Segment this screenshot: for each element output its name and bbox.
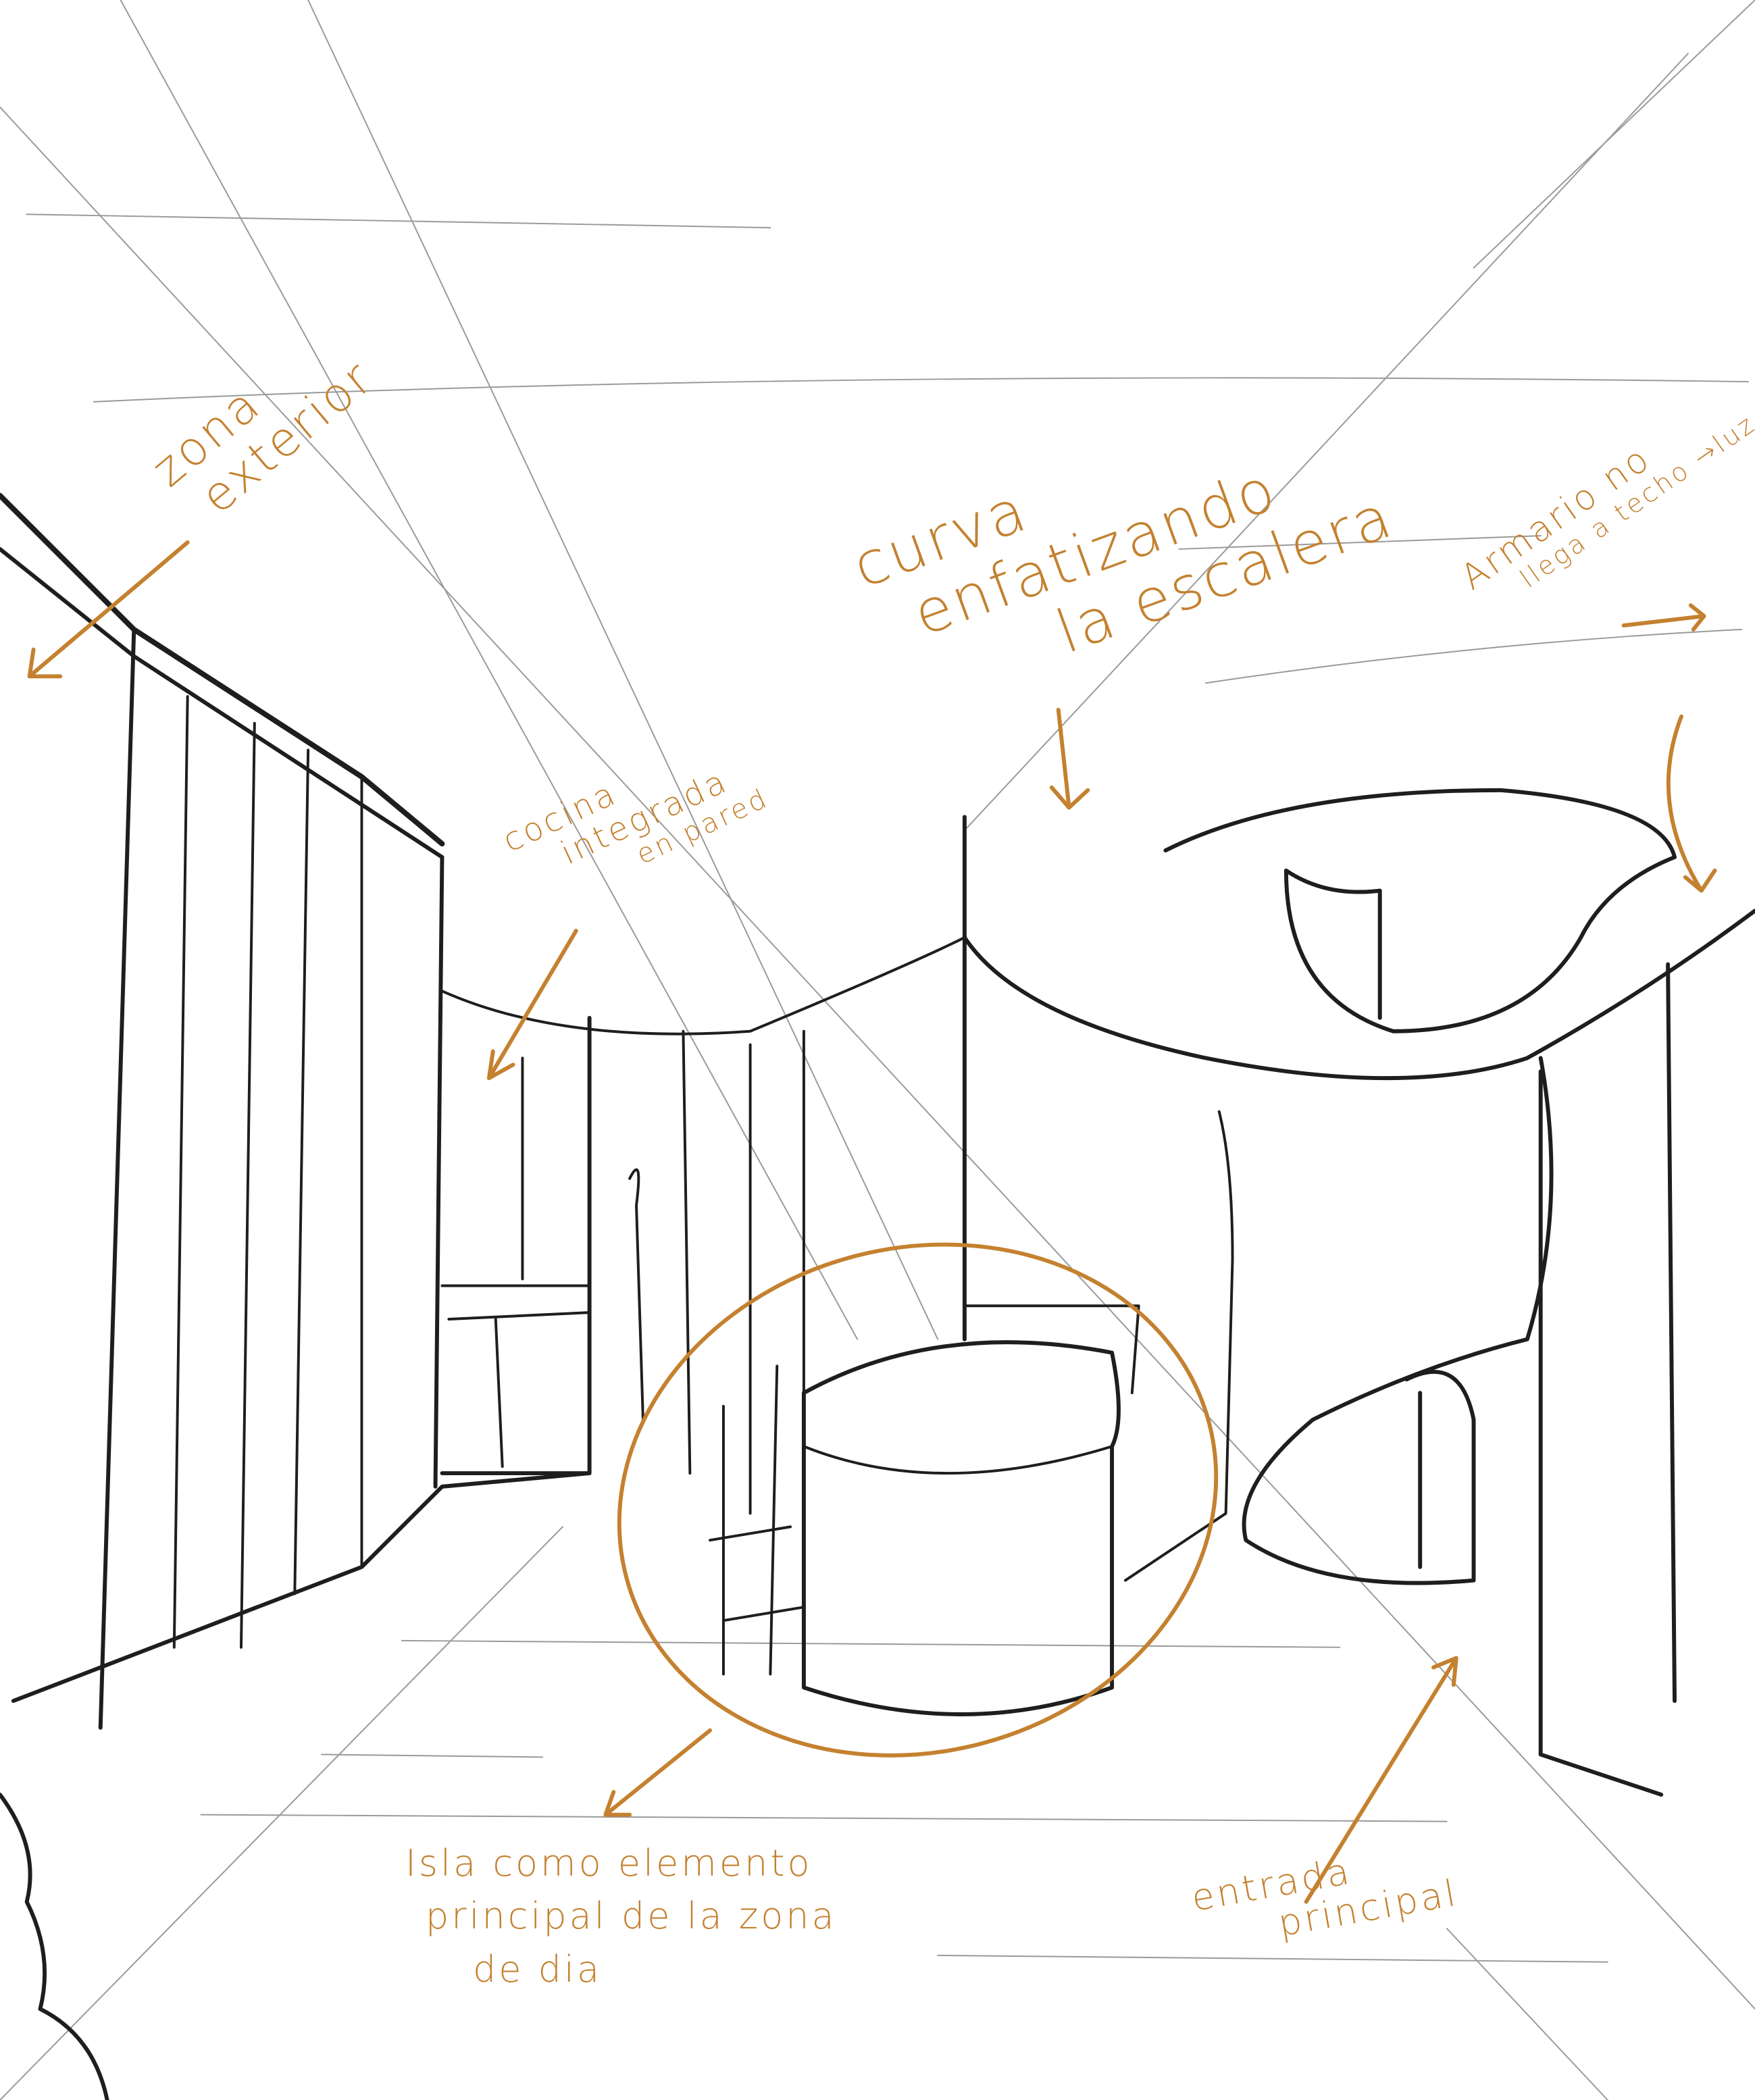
note-line: Isla como elemento xyxy=(405,1842,813,1885)
arrow-icon xyxy=(1049,707,1090,810)
arrow-icon xyxy=(603,1728,713,1817)
island-circle xyxy=(617,1242,1219,1758)
note-isla: Isla como elemento principal de la zona … xyxy=(405,1837,837,1996)
pencil-strokes xyxy=(0,492,1755,2100)
arrow-icon xyxy=(1666,714,1717,893)
annotation-marks xyxy=(27,540,1717,1904)
note-line: principal de la zona xyxy=(426,1895,837,1938)
arrow-icon xyxy=(1621,603,1706,632)
arrow-icon xyxy=(1304,1656,1458,1904)
note-line: de dia xyxy=(473,1947,603,1991)
arrow-icon xyxy=(27,540,190,679)
arrow-icon xyxy=(486,929,578,1081)
